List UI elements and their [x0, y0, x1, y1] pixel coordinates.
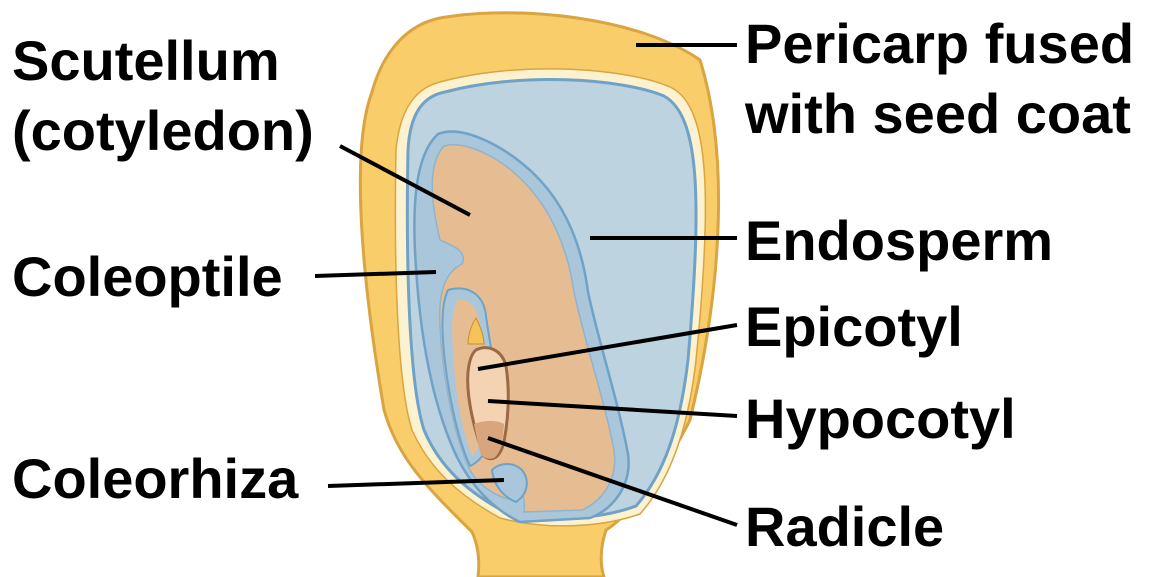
label-scutellum-line1: Scutellum [12, 29, 280, 92]
label-scutellum-line2: (cotyledon) [12, 99, 314, 162]
label-epicotyl: Epicotyl [745, 295, 963, 358]
label-coleoptile: Coleoptile [12, 245, 283, 308]
label-endosperm: Endosperm [745, 209, 1053, 272]
label-pericarp-line1: Pericarp fused [745, 12, 1134, 75]
label-radicle: Radicle [745, 495, 944, 558]
label-pericarp-line2: with seed coat [744, 82, 1131, 145]
label-coleorhiza: Coleorhiza [12, 447, 299, 510]
label-hypocotyl: Hypocotyl [745, 387, 1016, 450]
